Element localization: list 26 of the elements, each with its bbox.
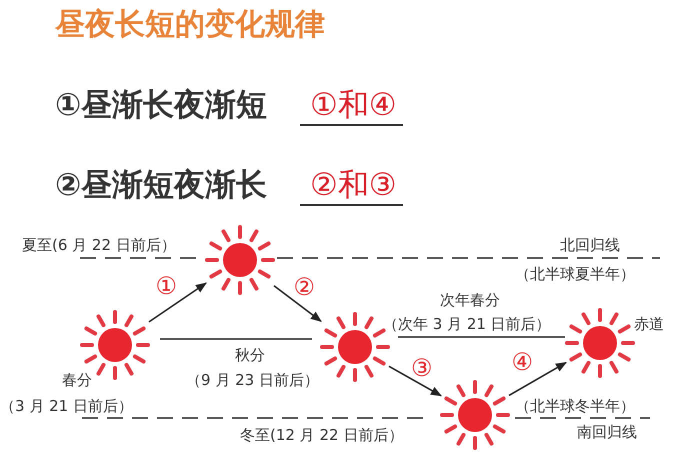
statement: ①昼渐长夜渐短	[55, 86, 268, 124]
title: 昼夜长短的变化规律	[55, 6, 325, 44]
equator-label: 赤道	[634, 315, 664, 333]
fill-in-answer: ①和④	[300, 86, 403, 126]
date-label: （次年 3 月 21 日前后）	[383, 315, 551, 333]
date-label: 春分	[62, 371, 92, 389]
date-label: 秋分	[235, 346, 265, 364]
date-label: （3 月 21 日前后）	[0, 397, 133, 415]
season-label: （北半球夏半年）	[515, 265, 635, 283]
statement: ②昼渐短夜渐长	[55, 166, 268, 204]
arrow	[274, 285, 322, 322]
arrow	[508, 362, 567, 396]
season-label: （北半球冬半年）	[515, 397, 635, 415]
fill-in-answer: ②和③	[300, 166, 403, 206]
arrow	[148, 282, 207, 323]
date-label: （9 月 23 日前后）	[186, 371, 319, 389]
sun-icon	[439, 379, 511, 451]
tropic-label: 北回归线	[560, 236, 620, 254]
arrow	[388, 366, 442, 396]
date-label: 冬至(12 月 22 日前后）	[240, 426, 404, 444]
sun-icon	[564, 307, 636, 379]
sun-icon	[204, 224, 276, 296]
date-label: 夏至(6 月 22 日前后）	[22, 236, 176, 254]
tropic-label: 南回归线	[577, 423, 637, 441]
sun-icon	[319, 311, 391, 383]
date-label: 次年春分	[440, 291, 500, 309]
